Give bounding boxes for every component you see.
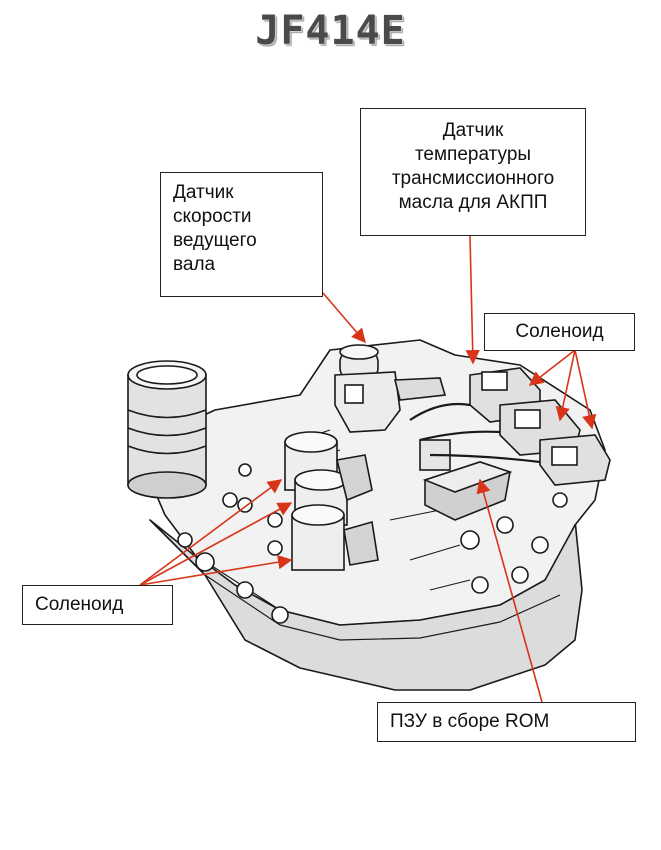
arrow-solenoid-right-3 [574, 349, 597, 430]
arrow-solenoid-left-2 [139, 502, 293, 586]
callout-arrows [139, 235, 597, 703]
label-input-speed-sensor: Датчик скорости ведущего вала [160, 172, 323, 297]
arrow-temp-sensor [465, 235, 480, 365]
arrow-speed-sensor [322, 292, 366, 344]
accumulator-cylinder [127, 360, 207, 499]
right-solenoids [409, 367, 611, 486]
label-solenoid-right: Соленоид [484, 313, 635, 351]
arrow-solenoid-right-2 [555, 349, 576, 422]
rom-module [419, 439, 513, 521]
left-solenoids [237, 431, 379, 571]
arrow-solenoid-right-1 [528, 349, 576, 386]
arrow-solenoid-left-3 [139, 555, 293, 586]
arrow-rom [476, 478, 543, 703]
input-speed-sensor-part [334, 344, 447, 433]
label-rom: ПЗУ в сборе ROM [377, 702, 636, 742]
label-solenoid-left: Соленоид [22, 585, 173, 625]
label-temperature-sensor: Датчик температуры трансмиссионного масл… [360, 108, 586, 236]
arrow-solenoid-left-1 [139, 479, 283, 586]
page-title: JF414E [255, 8, 406, 54]
